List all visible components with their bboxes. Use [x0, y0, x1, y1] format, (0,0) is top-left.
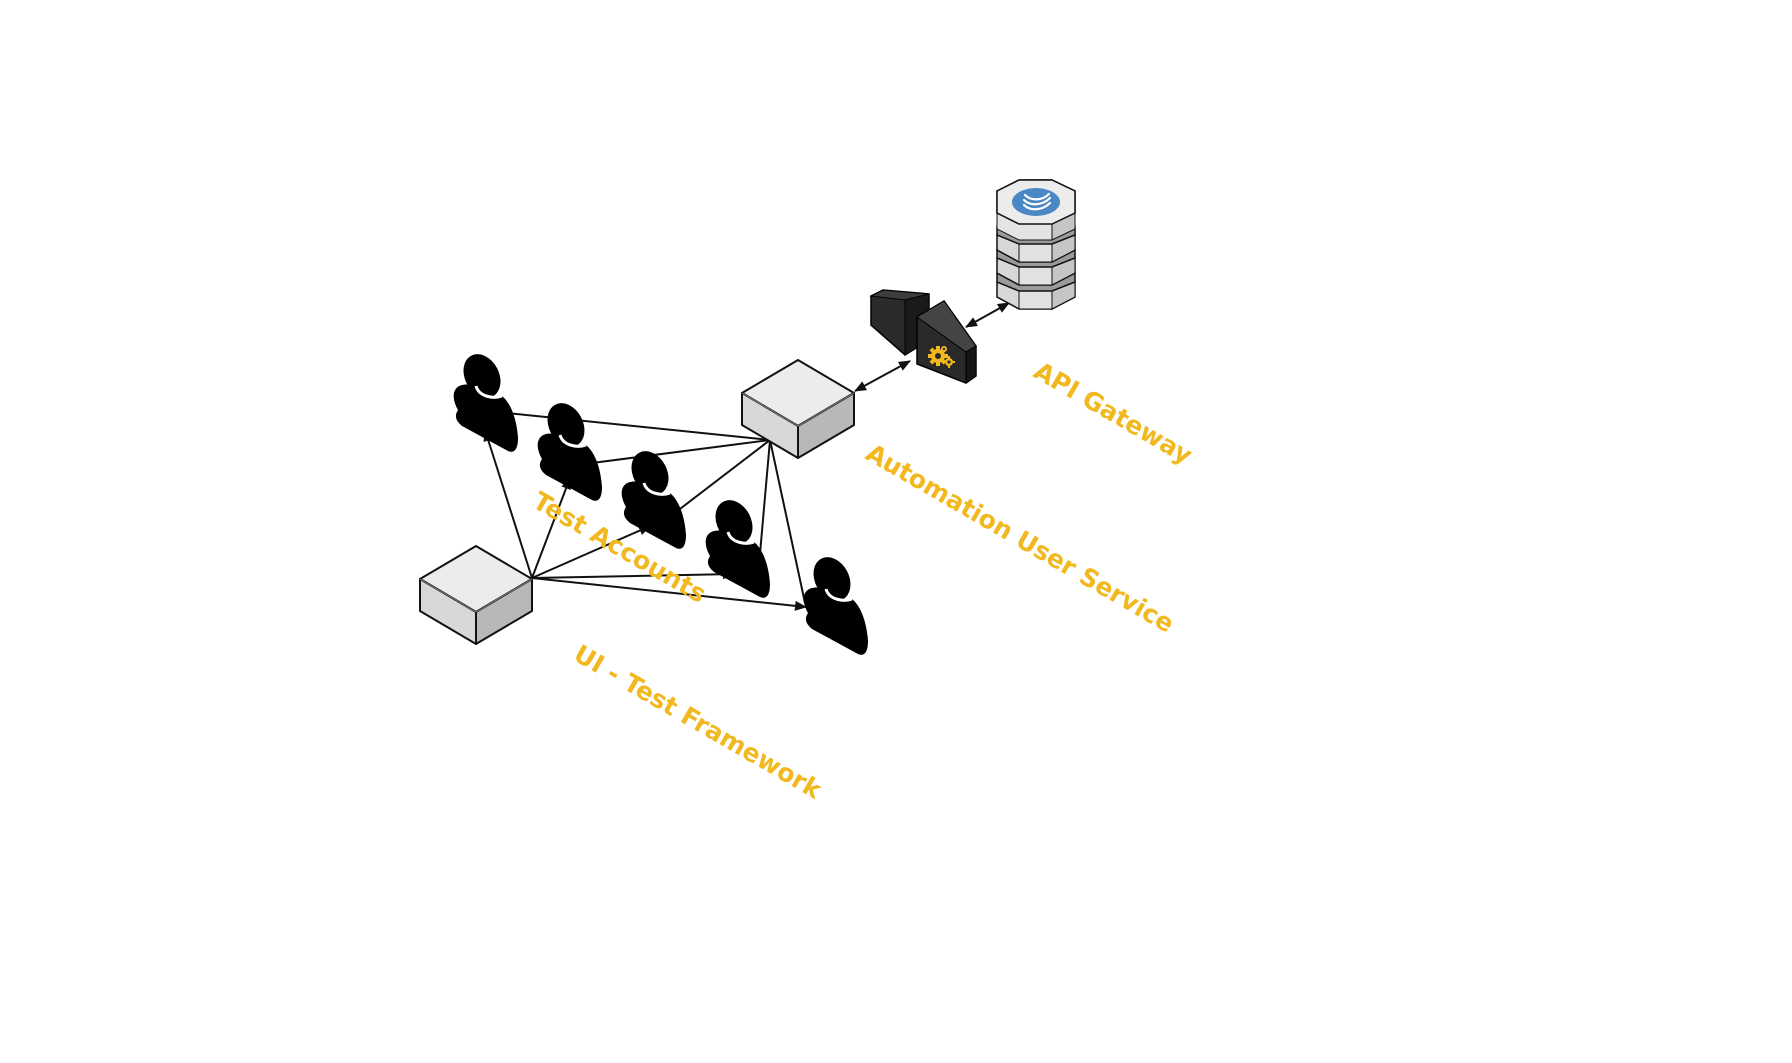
edge-service-to-account-3 — [675, 439, 771, 513]
automation-user-service-node[interactable] — [741, 359, 855, 459]
edge-service-gateway — [854, 360, 911, 392]
edge-framework-to-account-4 — [531, 569, 735, 580]
test-account-1-user-icon[interactable] — [452, 346, 520, 454]
api-gateway-icon[interactable] — [869, 289, 977, 384]
label-test-accounts: Test Accounts — [528, 486, 711, 609]
gear-icon — [928, 346, 955, 368]
edge-framework-to-account-1 — [483, 429, 533, 579]
label-automation-user-service: Automation User Service — [861, 438, 1179, 638]
database-badge-icon — [1012, 188, 1060, 216]
test-account-5-user-icon[interactable] — [802, 549, 870, 657]
edge-framework-to-account-3 — [531, 525, 651, 579]
edge-framework-to-account-5 — [531, 577, 807, 611]
edge-service-to-account-2 — [591, 439, 771, 464]
edge-framework-to-account-2 — [531, 477, 571, 579]
edge-gateway-database — [965, 302, 1010, 328]
ui-test-framework-node[interactable] — [419, 545, 533, 645]
edge-service-to-account-5 — [769, 439, 806, 604]
label-api-gateway: API Gateway — [1029, 356, 1197, 470]
database-stack-icon[interactable] — [996, 179, 1076, 310]
test-account-2-user-icon[interactable] — [536, 395, 604, 503]
edge-service-to-account-4 — [758, 439, 771, 566]
edges-framework-to-accounts — [483, 429, 807, 611]
label-ui-test-framework: UI - Test Framework — [569, 639, 828, 805]
